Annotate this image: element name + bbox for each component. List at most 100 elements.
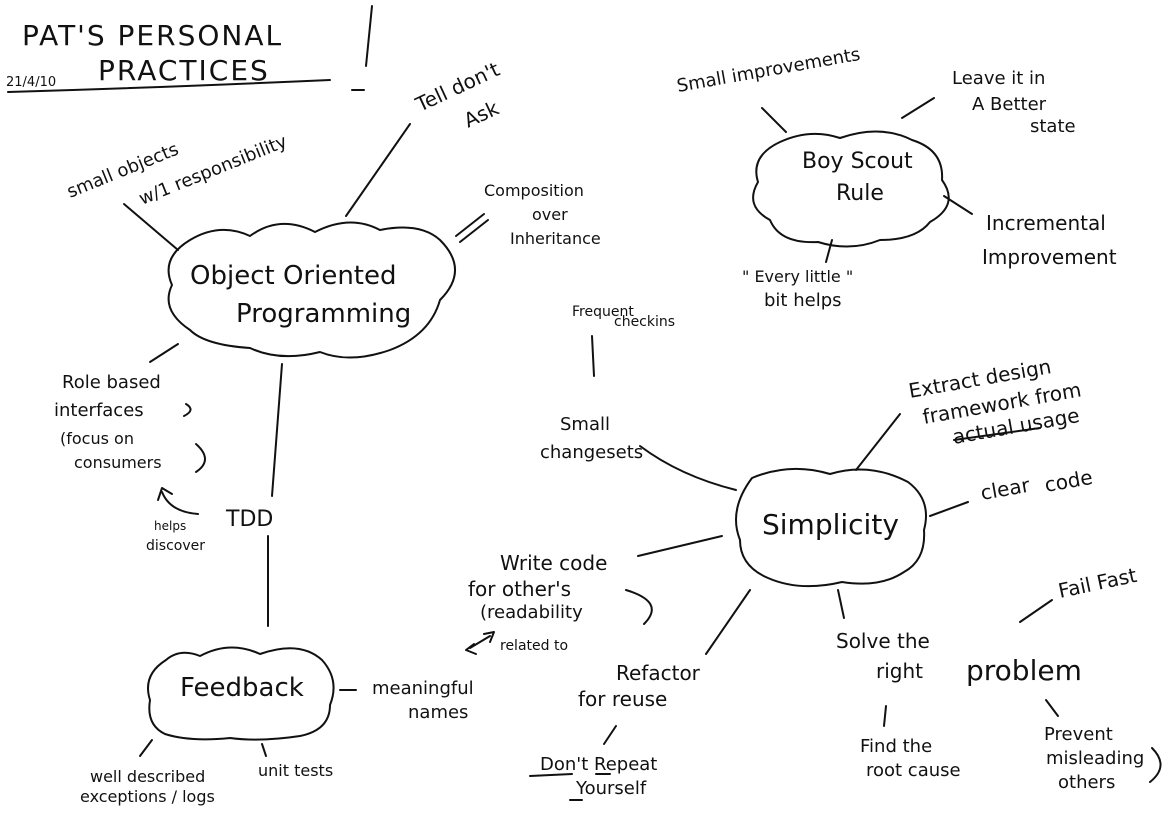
frequent-checkins-line1: Frequent xyxy=(572,304,634,320)
small-objects-line2: w/1 responsibility xyxy=(136,131,290,210)
simplicity-label: Simplicity xyxy=(762,508,899,541)
related-to-arrow xyxy=(469,635,491,649)
dry-line2: Yourself xyxy=(575,778,647,799)
oop-cloud xyxy=(167,221,456,359)
title-line1: PAT'S PERSONAL xyxy=(22,19,283,52)
boy-scout-cloud xyxy=(752,130,950,248)
incremental-line2: Improvement xyxy=(982,245,1117,269)
well-described-line2: exceptions / logs xyxy=(80,787,215,806)
refactor-line1: Refactor xyxy=(616,661,701,685)
connector-boy-scout-incremental xyxy=(943,195,973,215)
refactor-line2: for reuse xyxy=(578,687,667,711)
fail-fast-label: Fail Fast xyxy=(1056,563,1139,603)
title-date: 21/4/10 xyxy=(6,75,56,90)
connector-oop-role-based xyxy=(149,343,179,363)
dry-underline-d xyxy=(529,773,573,777)
write-code-line1: Write code xyxy=(500,551,607,575)
simplicity-cloud xyxy=(735,467,927,588)
connector-feedback-exceptions xyxy=(139,739,153,757)
prevent-line1: Prevent xyxy=(1044,724,1113,745)
connector-frequent-checkins xyxy=(591,335,595,377)
related-to-label: related to xyxy=(500,638,568,654)
connector-boy-scout-every-little xyxy=(825,239,833,263)
connector-simplicity-clear-code xyxy=(929,501,969,517)
connector-oop-tdd xyxy=(271,363,283,497)
connector-solve-find-root xyxy=(883,705,887,727)
prevent-line3: others xyxy=(1058,772,1115,793)
composition-line1: Composition xyxy=(484,181,584,200)
leave-it-line1: Leave it in xyxy=(952,68,1045,89)
clear-code-line1: clear xyxy=(979,473,1033,505)
tell-dont-ask-line2: Ask xyxy=(460,96,503,133)
incremental-line1: Incremental xyxy=(986,211,1106,235)
feedback-cloud xyxy=(147,646,335,741)
meaningful-names-line2: names xyxy=(408,702,468,723)
connector-boy-scout-leave-it xyxy=(901,97,935,119)
leave-it-line3: state xyxy=(1030,116,1076,137)
helps-discover-line1: helps xyxy=(154,519,186,533)
connector-simplicity-changesets xyxy=(639,445,737,491)
title-line2: PRACTICES xyxy=(98,54,270,87)
title-divider xyxy=(365,5,373,67)
connector-oop-composition-2 xyxy=(459,219,489,243)
write-code-paren xyxy=(625,589,653,625)
role-based-line3: (focus on xyxy=(60,429,134,448)
meaningful-names-line1: meaningful xyxy=(372,678,474,699)
connector-simplicity-solve xyxy=(837,589,845,619)
title-block: PAT'S PERSONAL PRACTICES 21/4/10 xyxy=(6,5,373,93)
connector-feedback-unit-tests xyxy=(261,743,267,757)
every-little-line2: bit helps xyxy=(764,290,842,311)
connector-solve-fail-fast xyxy=(1019,599,1053,623)
prevent-line2: misleading xyxy=(1046,748,1144,769)
dry-line1: Don't Repeat xyxy=(540,754,657,775)
connector-simplicity-refactor xyxy=(705,589,751,655)
feedback-label: Feedback xyxy=(180,673,304,703)
find-root-line2: root cause xyxy=(866,760,961,781)
connector-oop-small-objects xyxy=(123,203,179,251)
role-based-line1: Role based xyxy=(62,372,161,393)
helps-discover-arrow xyxy=(161,491,199,515)
role-based-line4: consumers xyxy=(74,453,162,472)
helps-discover-arrowhead xyxy=(157,487,173,501)
solve-line2: right xyxy=(876,659,923,683)
related-to-arrowhead-right xyxy=(483,631,495,643)
clear-code-line2: code xyxy=(1043,465,1095,497)
role-based-paren xyxy=(195,443,206,473)
write-code-line3: (readability xyxy=(480,602,583,623)
small-changesets-line2: changesets xyxy=(540,442,643,463)
connector-oop-composition xyxy=(455,213,485,237)
write-code-line2: for other's xyxy=(468,577,571,601)
solve-line3: problem xyxy=(966,654,1082,687)
connector-oop-tell-dont-ask xyxy=(345,123,411,217)
connector-simplicity-write-code xyxy=(637,535,723,557)
tdd-label: TDD xyxy=(225,507,273,532)
prevent-paren xyxy=(1149,747,1162,783)
connector-refactor-dry xyxy=(603,725,617,745)
frequent-checkins-line2: checkins xyxy=(614,314,675,330)
find-root-line1: Find the xyxy=(860,736,932,757)
boy-scout-line2: Rule xyxy=(836,181,884,206)
oop-label-line2: Programming xyxy=(236,299,411,329)
title-underline xyxy=(7,79,331,93)
helps-discover-line2: discover xyxy=(146,538,205,554)
oop-label-line1: Object Oriented xyxy=(190,261,397,291)
solve-line1: Solve the xyxy=(836,629,930,653)
small-improvements-label: Small improvements xyxy=(675,44,862,97)
actual-underline xyxy=(953,427,1041,441)
connector-solve-prevent xyxy=(1045,699,1059,717)
connector-simplicity-extract xyxy=(855,413,901,471)
small-changesets-line1: Small xyxy=(560,414,610,435)
composition-line3: Inheritance xyxy=(510,229,601,248)
boy-scout-line1: Boy Scout xyxy=(802,149,913,174)
leave-it-line2: A Better xyxy=(972,94,1047,115)
connector-boy-scout-small-improvements xyxy=(761,107,787,133)
every-little-line1: " Every little " xyxy=(742,267,853,286)
role-based-line2: interfaces xyxy=(54,400,144,421)
unit-tests-label: unit tests xyxy=(258,761,333,780)
composition-line2: over xyxy=(532,205,568,224)
well-described-line1: well described xyxy=(90,767,205,786)
related-to-arrowhead-left xyxy=(465,643,477,655)
role-based-bracket xyxy=(183,403,192,417)
